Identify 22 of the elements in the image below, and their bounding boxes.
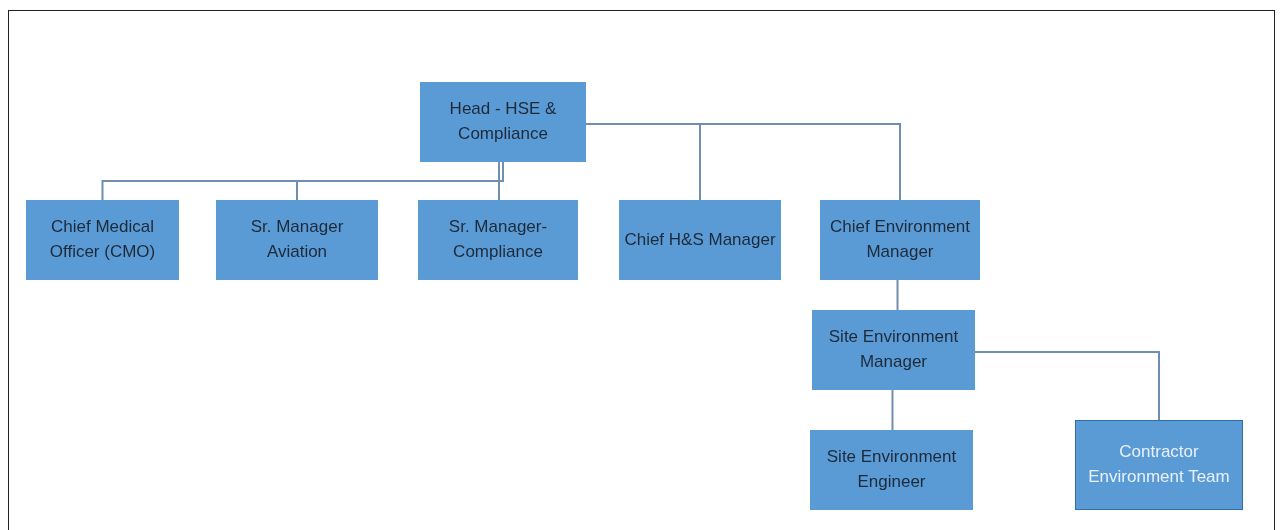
role-box — [26, 200, 179, 280]
role-box — [1075, 420, 1243, 510]
role-title: Chief Medical Officer (CMO) — [48, 216, 157, 263]
connector-line — [896, 279, 899, 311]
role-title: Sr. Manager Aviation — [249, 216, 345, 263]
connector-line — [498, 161, 500, 201]
role-box — [420, 82, 586, 162]
role-box — [619, 200, 781, 280]
role-title: Chief H&S Manager — [624, 228, 776, 251]
role-box — [216, 200, 378, 280]
role-title: Head - HSE & Compliance — [448, 98, 558, 145]
role-box — [812, 310, 975, 390]
role-box — [820, 200, 980, 280]
role-title: Site Environment Manager — [827, 326, 960, 373]
role-title: Chief Environment Manager — [829, 216, 971, 263]
role-box — [418, 200, 578, 280]
connector-line — [974, 351, 1160, 421]
role-title: Contractor Environment Team — [1087, 441, 1231, 488]
connector-line — [891, 389, 894, 431]
role-title: Sr. Manager- Compliance — [447, 216, 549, 263]
role-box — [810, 430, 973, 510]
role-title: Site Environment Engineer — [825, 446, 958, 493]
